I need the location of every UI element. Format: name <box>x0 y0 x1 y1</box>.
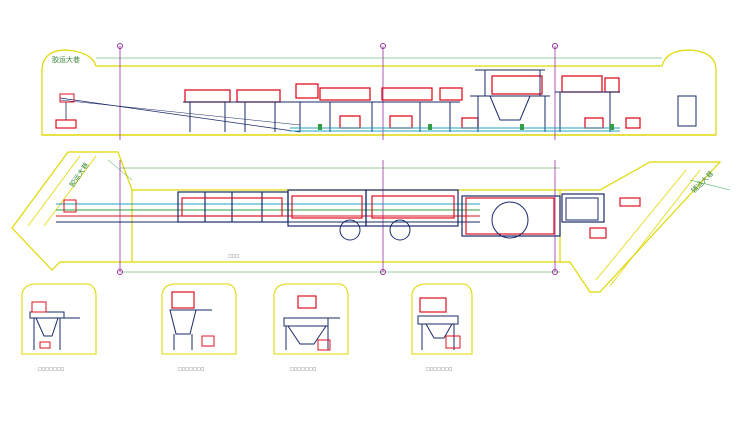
elevation-head-unit <box>55 93 77 129</box>
elevation-grid-axes <box>119 46 556 140</box>
section-view-3: □□□□□□□ <box>273 283 349 371</box>
section-caption-1: □□□□□□□ <box>38 366 65 371</box>
plan-equipment <box>181 195 641 239</box>
plan-tunnel-left-label: 胶运大巷 <box>67 161 90 189</box>
section-view-2: □□□□□□□ <box>161 283 237 371</box>
section-view-1: □□□□□□□ <box>21 283 97 371</box>
section-views: □□□□□□□ □□□□□□□ <box>21 283 473 371</box>
elevation-tunnel-outline <box>41 49 717 136</box>
plan-structure <box>177 189 605 237</box>
plan-tunnel-right-label: 辅运大巷 <box>689 169 715 195</box>
plan-center-note: □□□ <box>228 253 240 258</box>
elevation-structure <box>183 69 697 132</box>
plan-view: 胶运大巷 辅运大巷 □□□ <box>11 151 731 293</box>
elevation-tunnel-label: 胶运大巷 <box>52 55 80 64</box>
elevation-view: 胶运大巷 <box>41 43 717 140</box>
section-view-4: □□□□□□□ <box>411 283 473 371</box>
section-caption-2: □□□□□□□ <box>178 366 205 371</box>
section-caption-3: □□□□□□□ <box>290 366 317 371</box>
section-caption-4: □□□□□□□ <box>426 366 453 371</box>
elevation-conveyors <box>290 127 620 132</box>
